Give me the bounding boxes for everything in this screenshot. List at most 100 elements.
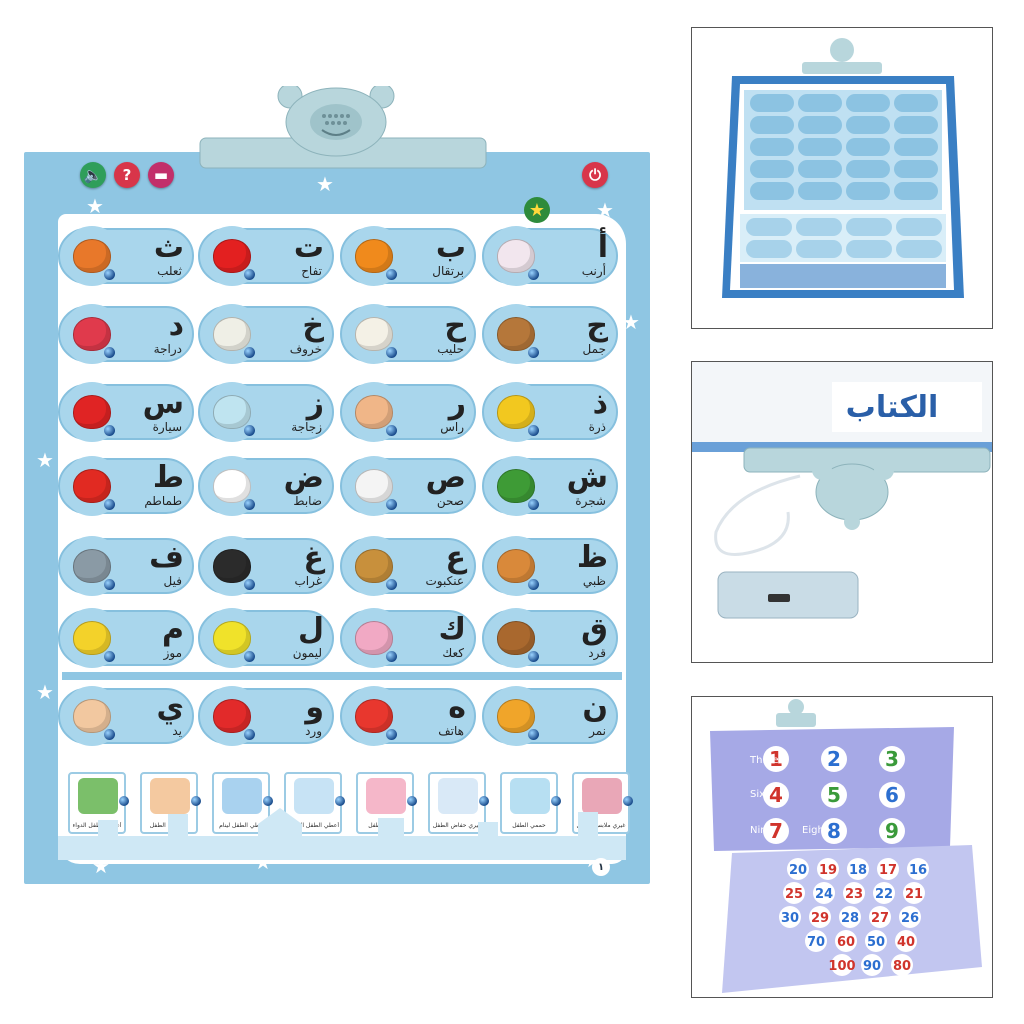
touch-point-icon[interactable] xyxy=(551,796,561,806)
touch-point-icon[interactable] xyxy=(386,499,397,510)
touch-point-icon[interactable] xyxy=(528,347,539,358)
touch-point-icon[interactable] xyxy=(335,796,345,806)
touch-point-icon[interactable] xyxy=(191,796,201,806)
touch-point-icon[interactable] xyxy=(119,796,129,806)
touch-point-icon[interactable] xyxy=(104,347,115,358)
touch-point-icon[interactable] xyxy=(528,579,539,590)
orange-icon xyxy=(344,226,404,286)
touch-point-icon[interactable] xyxy=(104,269,115,280)
book-icon[interactable]: ▬ xyxy=(148,162,174,188)
speaker-clip-icon[interactable] xyxy=(198,86,488,172)
letter-word: صحن xyxy=(436,494,464,508)
touch-point-icon[interactable] xyxy=(386,425,397,436)
number-badge xyxy=(861,954,883,976)
power-icon[interactable]: ⏻ xyxy=(582,162,608,188)
speaker-icon[interactable]: 🔈 xyxy=(80,162,106,188)
touch-point-icon[interactable] xyxy=(528,651,539,662)
touch-point-icon[interactable] xyxy=(244,347,255,358)
touch-point-icon[interactable] xyxy=(263,796,273,806)
mini-letter-card xyxy=(894,94,938,112)
touch-point-icon[interactable] xyxy=(386,651,397,662)
touch-point-icon[interactable] xyxy=(104,579,115,590)
number-badge xyxy=(879,782,905,808)
touch-point-icon[interactable] xyxy=(407,796,417,806)
product-photo-speaker: الكتاب xyxy=(691,361,993,663)
touch-point-icon[interactable] xyxy=(244,579,255,590)
letter-word: فيل xyxy=(163,574,182,588)
touch-point-icon[interactable] xyxy=(104,425,115,436)
touch-point-icon[interactable] xyxy=(386,347,397,358)
touch-point-icon[interactable] xyxy=(528,425,539,436)
number-label: 24 xyxy=(815,887,833,902)
mini-letter-card xyxy=(796,218,842,236)
number-label: 17 xyxy=(879,863,897,878)
touch-point-icon[interactable] xyxy=(104,651,115,662)
letter-word: موز xyxy=(163,646,182,660)
touch-point-icon[interactable] xyxy=(104,499,115,510)
touch-point-icon[interactable] xyxy=(386,579,397,590)
phrase-illustration-icon xyxy=(222,778,262,814)
phrase-card[interactable]: غيري حفاض الطفل xyxy=(428,772,489,834)
touch-point-icon[interactable] xyxy=(244,425,255,436)
touch-point-icon[interactable] xyxy=(244,269,255,280)
question-icon[interactable]: ? xyxy=(114,162,140,188)
touch-point-icon[interactable] xyxy=(528,499,539,510)
page-number: ١ xyxy=(592,858,610,876)
phrase-card[interactable]: غيري ملابس الطفل xyxy=(572,772,633,834)
touch-point-icon[interactable] xyxy=(104,729,115,740)
touch-point-icon[interactable] xyxy=(479,796,489,806)
touch-point-icon[interactable] xyxy=(244,499,255,510)
number-badge xyxy=(869,906,891,928)
number-label: 18 xyxy=(849,863,867,878)
phrase-card[interactable]: غطي الطفل لينام xyxy=(212,772,273,834)
number-label: 8 xyxy=(827,819,841,843)
star-badge-icon[interactable]: ★ xyxy=(524,197,550,223)
mini-letter-card xyxy=(798,94,842,112)
touch-point-icon[interactable] xyxy=(528,729,539,740)
touch-point-icon[interactable] xyxy=(244,729,255,740)
touch-point-icon[interactable] xyxy=(244,651,255,662)
mini-letter-card xyxy=(746,218,792,236)
mini-letter-card xyxy=(798,138,842,156)
touch-point-icon[interactable] xyxy=(386,729,397,740)
touch-point-icon[interactable] xyxy=(623,796,633,806)
touch-point-icon[interactable] xyxy=(386,269,397,280)
mini-letter-card xyxy=(846,116,890,134)
phrase-card[interactable]: أعطي الطفل الحليب xyxy=(284,772,345,834)
letter-word: ثعلب xyxy=(157,264,182,278)
number-badge xyxy=(821,782,847,808)
phrase-card[interactable]: حممي الطفل xyxy=(500,772,561,834)
number-label: 4 xyxy=(769,783,783,807)
touch-point-icon[interactable] xyxy=(528,269,539,280)
number-badge xyxy=(817,858,839,880)
fox-icon xyxy=(62,226,122,286)
